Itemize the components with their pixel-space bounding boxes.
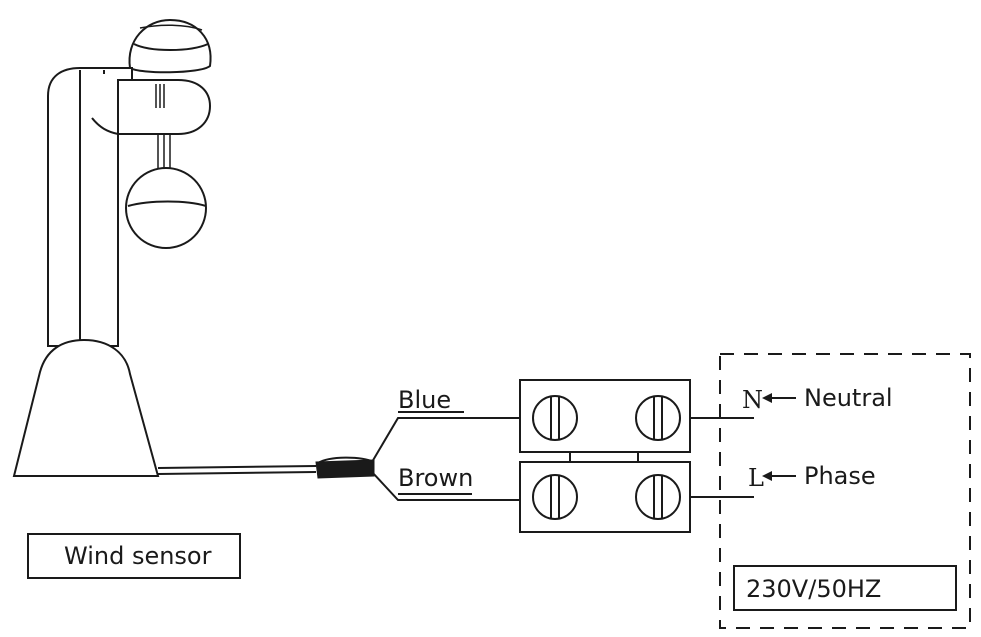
- sensor-base: [12, 338, 160, 477]
- brown-wire: [371, 471, 520, 501]
- sensor-shaft: [157, 134, 171, 172]
- sensor-mast: [47, 67, 133, 347]
- cable-sleeve: [315, 459, 375, 479]
- wind-sensor-caption-box: [27, 533, 241, 579]
- voltage-label: 230V/50HZ: [746, 575, 881, 603]
- anemometer-top-cup: [128, 18, 212, 74]
- phase-arrow-icon: [762, 471, 796, 481]
- brown-wire-label: Brown: [398, 464, 473, 492]
- wind-sensor-caption: Wind sensor: [64, 542, 212, 570]
- terminal-screw-bottom-left: [532, 474, 578, 520]
- mains-supply-box: [719, 353, 971, 629]
- neutral-arrow-icon: [762, 393, 796, 403]
- sensor-hub: [91, 79, 212, 135]
- terminal-block: [519, 379, 691, 533]
- phase-label: Phase: [804, 462, 876, 490]
- terminal-screw-bottom-right: [635, 474, 681, 520]
- sensor-cable: [157, 456, 375, 479]
- blue-wire-label: Blue: [398, 386, 451, 414]
- wind-sensor-device: [12, 18, 212, 477]
- phase-letter: L: [748, 464, 764, 492]
- anemometer-sphere: [125, 167, 207, 249]
- neutral-letter: N: [742, 386, 763, 414]
- terminal-screw-top-left: [532, 395, 578, 441]
- blue-wire: [371, 411, 520, 463]
- voltage-box: [733, 565, 957, 611]
- terminal-screw-top-right: [635, 395, 681, 441]
- neutral-label: Neutral: [804, 384, 893, 412]
